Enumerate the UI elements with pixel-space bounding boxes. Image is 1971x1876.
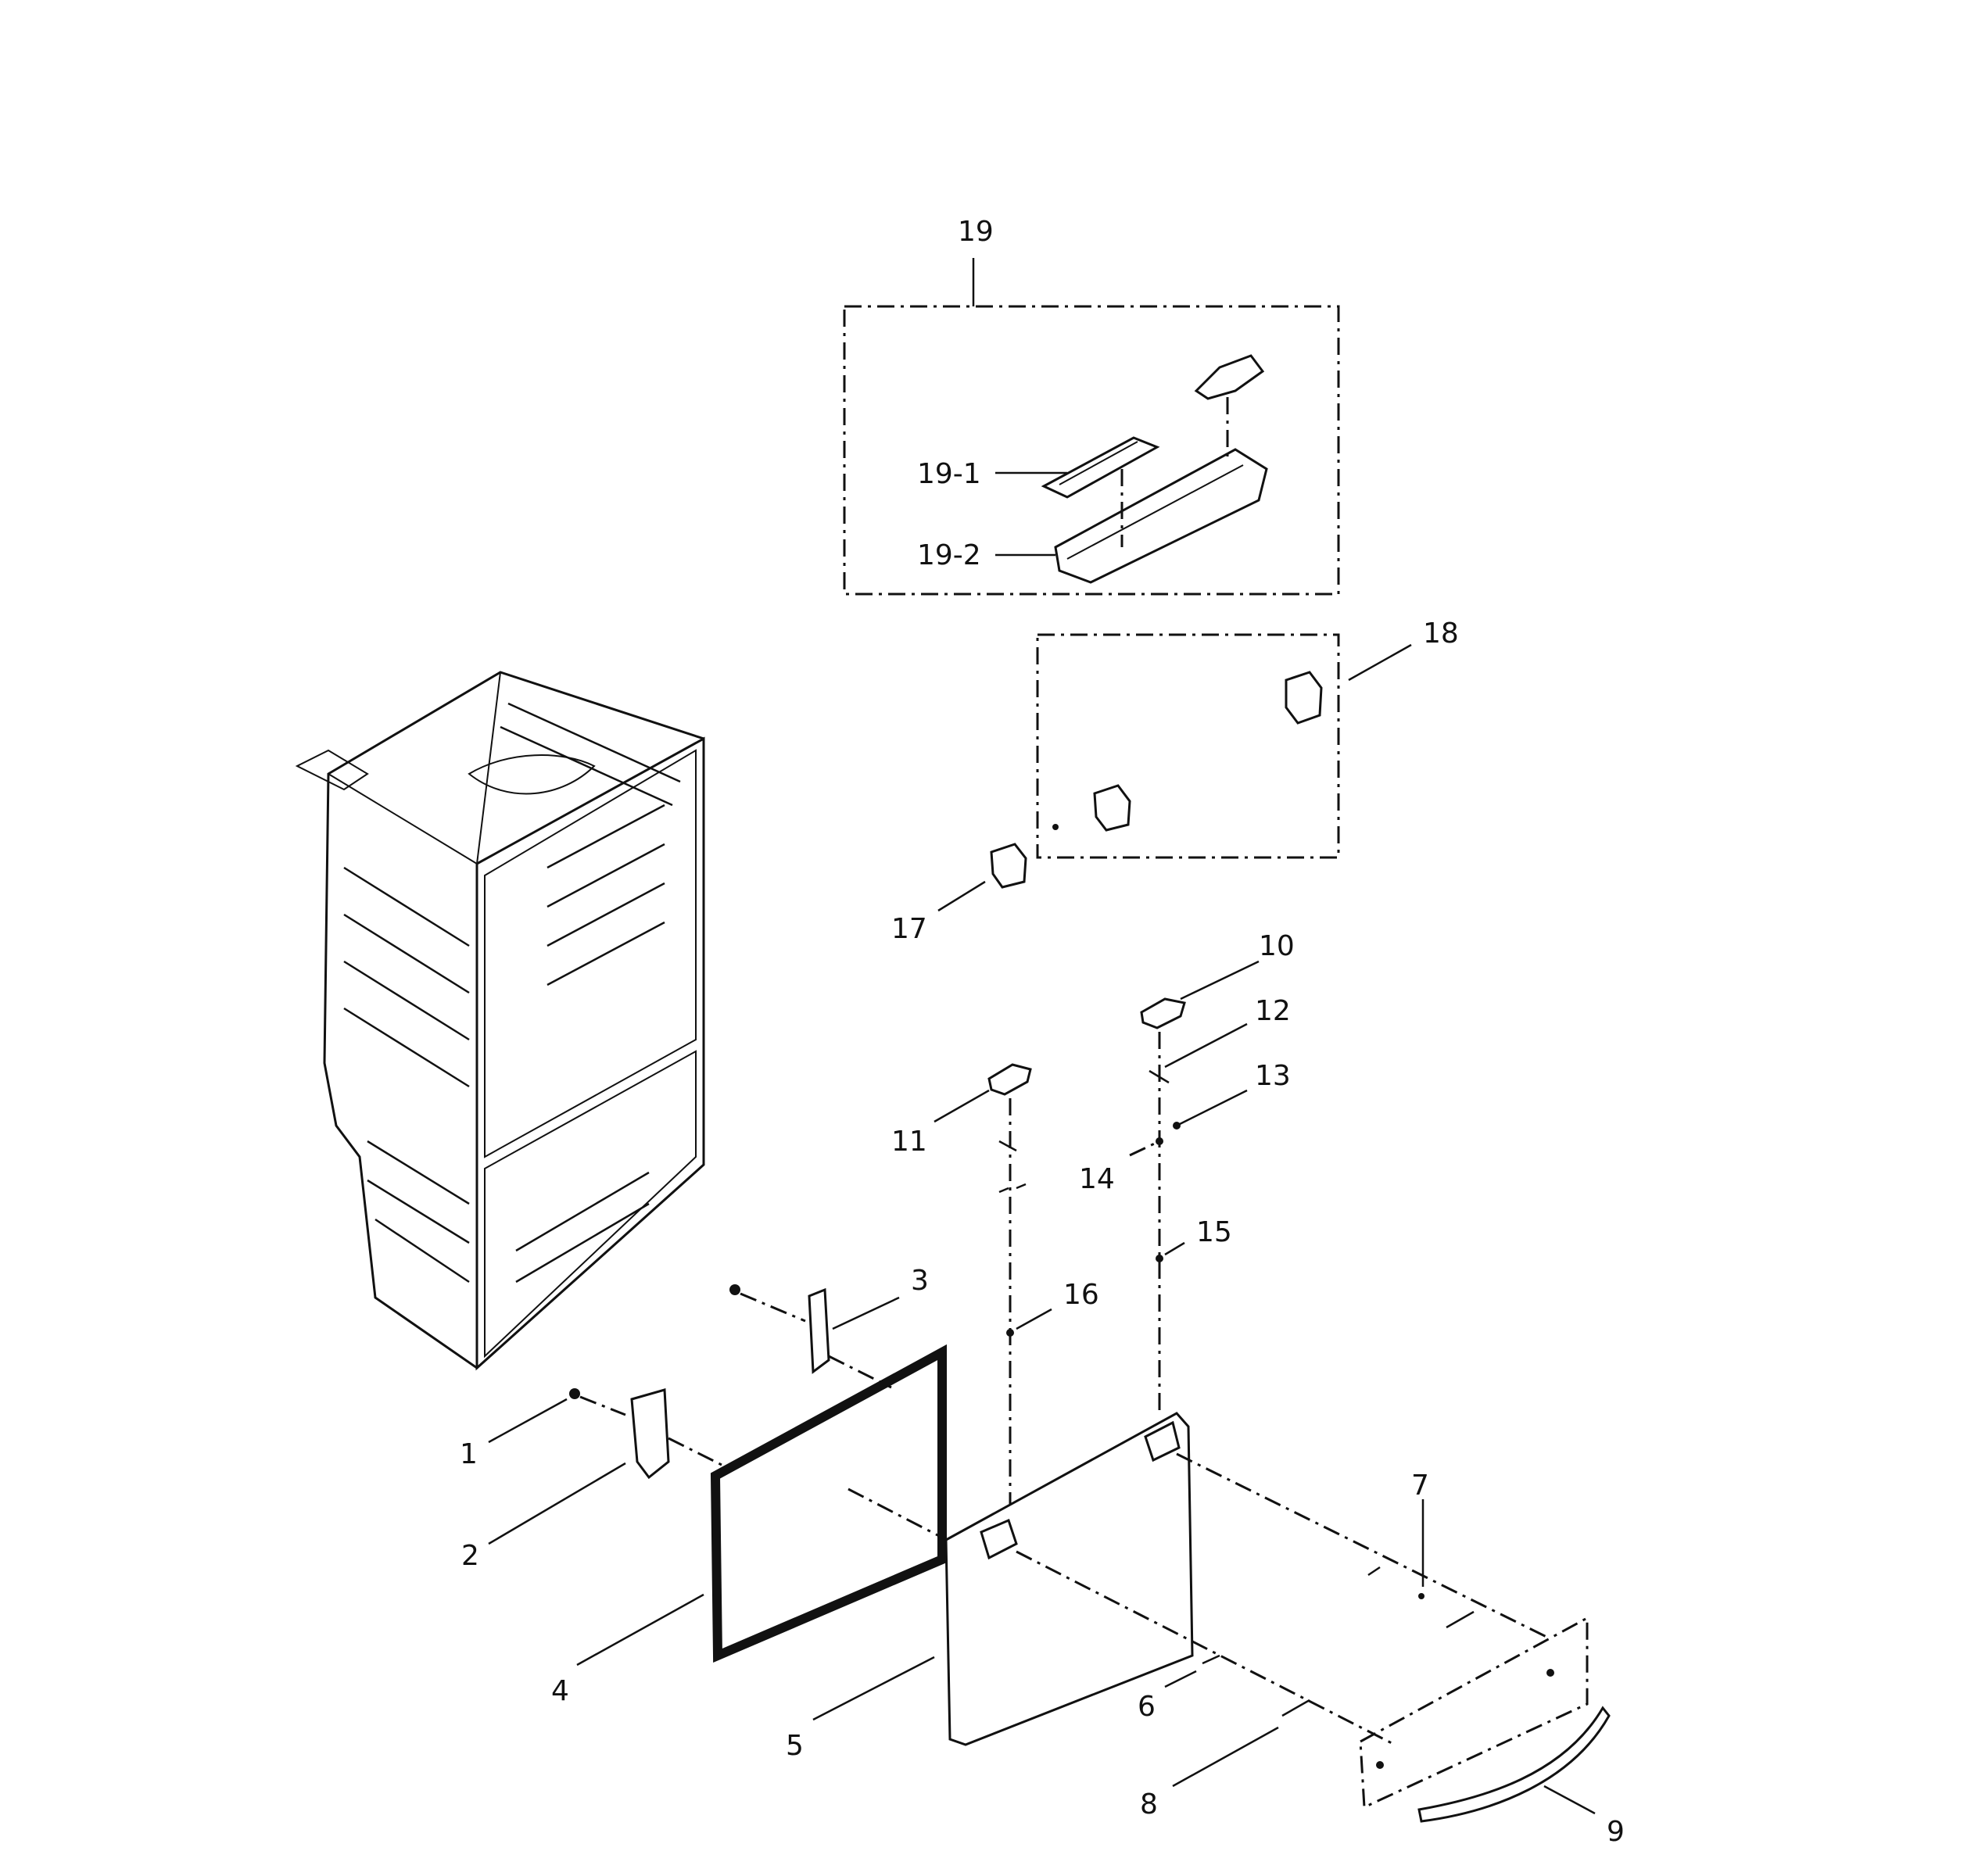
part-10-hinge-cap bbox=[1140, 997, 1186, 1029]
part-17: 17 bbox=[891, 843, 1027, 945]
part-19-cap bbox=[1194, 354, 1265, 400]
part-15-pin bbox=[1156, 1255, 1163, 1262]
label-19-2: 19-2 bbox=[917, 539, 981, 571]
part-18-dot bbox=[1052, 824, 1059, 830]
label-2: 2 bbox=[461, 1540, 479, 1572]
refrigerator-cabinet bbox=[295, 671, 705, 1371]
assembly-19-box: 19 19-1 19-2 bbox=[843, 216, 1340, 596]
cabinet-shelf-lines bbox=[343, 702, 681, 1283]
door-hinge-right bbox=[1144, 1420, 1181, 1462]
label-6: 6 bbox=[1138, 1691, 1156, 1723]
left-hinge-stack: 11 16 bbox=[891, 1063, 1099, 1528]
label-19-1: 19-1 bbox=[917, 458, 981, 490]
part-4-gasket: 4 bbox=[551, 1344, 970, 1707]
part-3-hinge bbox=[808, 1287, 830, 1374]
label-15: 15 bbox=[1196, 1216, 1232, 1248]
part-3-screw bbox=[729, 1284, 740, 1295]
right-hinge-stack: 10 12 13 14 15 bbox=[1079, 930, 1295, 1415]
label-13: 13 bbox=[1255, 1060, 1291, 1092]
label-8: 8 bbox=[1140, 1788, 1158, 1821]
assembly-18-box: 18 bbox=[1036, 618, 1459, 859]
part-18-clip-upper bbox=[1285, 671, 1323, 725]
handle-parts-6-7-8-9: 6 7 8 9 bbox=[1016, 1452, 1625, 1848]
part-9-handle bbox=[1417, 1706, 1611, 1823]
label-17: 17 bbox=[891, 913, 927, 945]
part-5-door: 5 bbox=[786, 1412, 1194, 1762]
label-18: 18 bbox=[1423, 618, 1459, 650]
hinge-parts-1-2-3: 3 1 2 bbox=[460, 1265, 929, 1572]
label-3: 3 bbox=[911, 1265, 929, 1297]
label-16: 16 bbox=[1063, 1279, 1099, 1311]
part-16-pin bbox=[1006, 1329, 1014, 1337]
label-9: 9 bbox=[1607, 1816, 1625, 1848]
part-12-screw bbox=[1149, 1069, 1170, 1084]
label-11: 11 bbox=[891, 1126, 927, 1158]
part-11-hinge-cap bbox=[987, 1063, 1032, 1096]
part-19-1-cover bbox=[1041, 436, 1160, 499]
label-12: 12 bbox=[1255, 995, 1291, 1027]
label-14: 14 bbox=[1079, 1163, 1115, 1195]
label-10: 10 bbox=[1259, 930, 1295, 962]
part-2-hinge bbox=[630, 1388, 670, 1480]
part-19-2-tray bbox=[1054, 448, 1268, 584]
label-4: 4 bbox=[551, 1675, 569, 1707]
label-1: 1 bbox=[460, 1438, 478, 1470]
label-5: 5 bbox=[786, 1730, 804, 1762]
part-1-screw bbox=[569, 1388, 580, 1399]
part-18-clip-lower bbox=[1093, 784, 1131, 832]
door-hinge-left bbox=[980, 1518, 1018, 1560]
label-19: 19 bbox=[958, 216, 994, 248]
label-7: 7 bbox=[1411, 1470, 1429, 1502]
